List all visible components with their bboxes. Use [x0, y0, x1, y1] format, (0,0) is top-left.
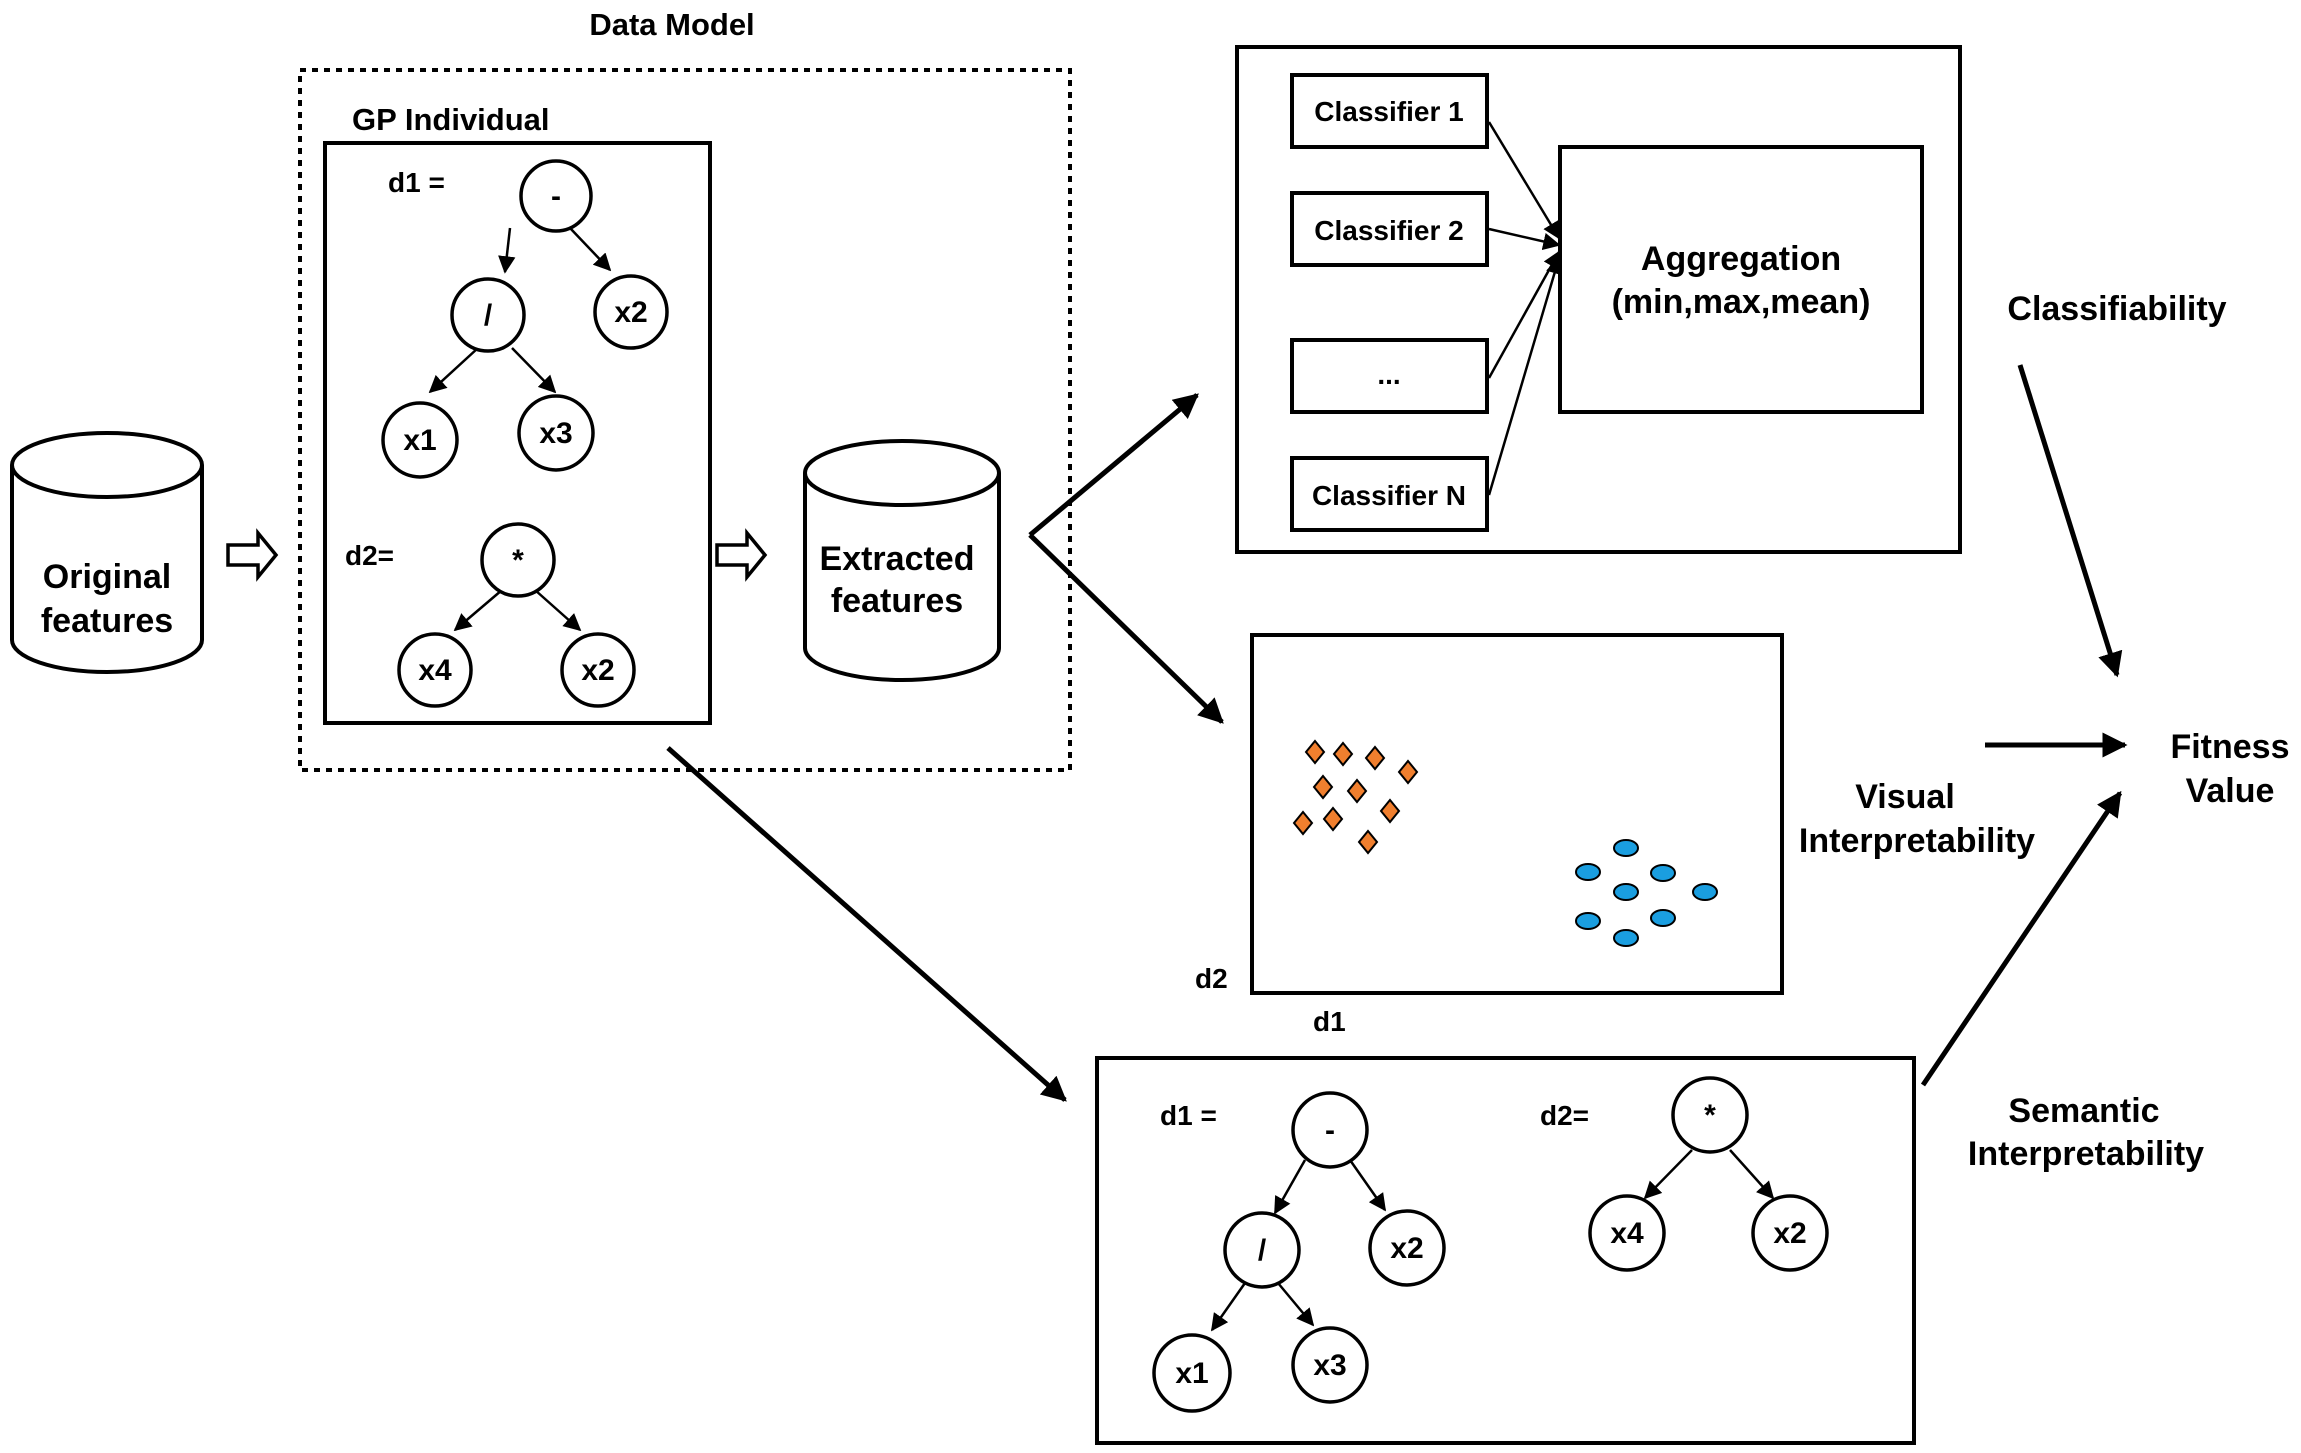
gp-d1-root-node	[519, 159, 593, 233]
classifier-2-label: Classifier 2	[1314, 215, 1463, 246]
blue-class-marker	[1692, 883, 1718, 901]
orange-class-marker	[1397, 759, 1419, 785]
gp-d1-x2-label: x2	[614, 296, 647, 329]
classifier-ellipsis-box: ...	[1290, 338, 1489, 414]
gp-d1-div-node	[450, 277, 526, 353]
sem-d1-x1-node	[1152, 1333, 1232, 1413]
orange-class-marker	[1364, 745, 1386, 771]
semantic-interpretability-line1: Semantic	[2008, 1092, 2159, 1130]
arrow-classifiability-to-fitness	[2017, 364, 2123, 678]
sem-d1-div-node	[1223, 1211, 1301, 1289]
semantic-interpretability-line2: Interpretability	[1968, 1135, 2204, 1173]
sem-d1-x1-label: x1	[1175, 1357, 1208, 1390]
sem-d1-x3-node	[1291, 1326, 1369, 1404]
sem-d1-x2-node	[1368, 1209, 1446, 1287]
sem-d2-x4-node	[1588, 1194, 1666, 1272]
aggregation-line2: (min,max,mean)	[1612, 283, 1871, 321]
semantic-tree-d2: d2= * x4 x2	[1540, 1076, 1829, 1272]
orange-class-marker	[1379, 798, 1401, 824]
fitness-value-line1: Fitness	[2170, 728, 2289, 766]
gp-d2-root-label: *	[512, 544, 524, 577]
gp-d2-x2-label: x2	[581, 654, 614, 687]
gp-d2-x4-node	[397, 632, 473, 708]
sem-d2-root-node	[1671, 1076, 1749, 1154]
sem-d2-root-label: *	[1704, 1099, 1716, 1132]
classifier-ellipsis-label: ...	[1377, 359, 1400, 390]
gp-d1-x2-node	[593, 274, 669, 350]
orange-class-marker	[1304, 739, 1326, 765]
orange-class-marker	[1346, 778, 1368, 804]
sem-d1-x3-label: x3	[1313, 1349, 1346, 1382]
classifier-1-box: Classifier 1	[1290, 73, 1489, 149]
blue-class-marker	[1650, 864, 1676, 882]
sem-d1-root-label: -	[1325, 1114, 1335, 1147]
sem-d2-label: d2=	[1540, 1100, 1589, 1131]
extracted-features-cylinder: Extracted features	[803, 439, 1001, 682]
fitness-value-line2: Value	[2186, 772, 2275, 810]
visual-interpretability-line1: Visual	[1855, 778, 1955, 816]
gp-d1-x1-node	[381, 401, 459, 479]
arrow-semantic-to-fitness	[1920, 790, 2123, 1087]
classifiability-label: Classifiability	[2007, 290, 2226, 328]
orange-class-marker	[1357, 829, 1379, 855]
gp-d1-div-label: /	[484, 299, 493, 332]
extracted-features-line1: Extracted	[820, 540, 975, 578]
sem-d2-x4-label: x4	[1610, 1217, 1644, 1250]
blue-class-marker	[1575, 863, 1601, 881]
gp-d1-x3-label: x3	[539, 417, 572, 450]
hollow-arrow-to-gp	[226, 528, 279, 582]
blue-class-marker	[1613, 839, 1639, 857]
sem-d1-x2-label: x2	[1390, 1232, 1423, 1265]
arrow-to-semantic	[666, 746, 1067, 1102]
extracted-features-line2: features	[831, 582, 963, 620]
data-model-dashed-box	[298, 68, 1072, 772]
orange-class-marker	[1292, 810, 1314, 836]
scatter-axis-d1: d1	[1313, 1006, 1346, 1037]
aggregation-box: Aggregation (min,max,mean)	[1558, 145, 1924, 414]
orange-class-marker	[1332, 741, 1354, 767]
gp-d1-label: d1 =	[388, 167, 445, 198]
blue-class-marker	[1613, 883, 1639, 901]
gp-d1-x1-label: x1	[403, 424, 436, 457]
gp-d2-x2-node	[560, 632, 636, 708]
sem-d1-root-node	[1291, 1091, 1369, 1169]
blue-class-marker	[1575, 912, 1601, 930]
gp-d2-x4-label: x4	[418, 654, 452, 687]
visual-interpretability-line2: Interpretability	[1799, 822, 2035, 860]
orange-class-marker	[1312, 774, 1334, 800]
gp-d2-label: d2=	[345, 540, 394, 571]
data-model-title: Data Model	[589, 7, 754, 42]
sem-d2-x2-label: x2	[1773, 1217, 1806, 1250]
arrow-to-scatter	[1028, 533, 1224, 724]
arrow-to-classifiers	[1028, 393, 1199, 537]
original-features-line1: Original	[43, 558, 171, 596]
scatter-plot-panel	[1250, 633, 1784, 995]
gp-individual-title: GP Individual	[352, 102, 550, 137]
scatter-points	[1292, 739, 1718, 947]
classifier-2-box: Classifier 2	[1290, 191, 1489, 267]
sem-d1-label: d1 =	[1160, 1100, 1217, 1131]
gp-d2-root-node	[480, 522, 556, 598]
original-features-cylinder: Original features	[10, 431, 204, 674]
orange-class-marker	[1322, 806, 1344, 832]
blue-class-marker	[1650, 909, 1676, 927]
gp-tree-d1: d1 = - / x2 x1 x3	[381, 159, 669, 479]
sem-d2-x2-node	[1751, 1194, 1829, 1272]
gp-d1-x3-node	[517, 394, 595, 472]
aggregation-line1: Aggregation	[1641, 240, 1841, 278]
classifier-n-box: Classifier N	[1290, 456, 1489, 532]
classifier-n-label: Classifier N	[1312, 480, 1466, 511]
hollow-arrow-to-extracted	[715, 528, 768, 582]
gp-d1-root-label: -	[551, 180, 561, 213]
gp-tree-d2: d2= * x4 x2	[345, 522, 636, 708]
scatter-axis-d2: d2	[1195, 963, 1228, 994]
original-features-line2: features	[41, 602, 173, 640]
sem-d1-div-label: /	[1258, 1234, 1267, 1267]
blue-class-marker	[1613, 929, 1639, 947]
classifier-1-label: Classifier 1	[1314, 96, 1463, 127]
semantic-tree-d1: d1 = - / x2 x1 x3	[1152, 1091, 1446, 1413]
